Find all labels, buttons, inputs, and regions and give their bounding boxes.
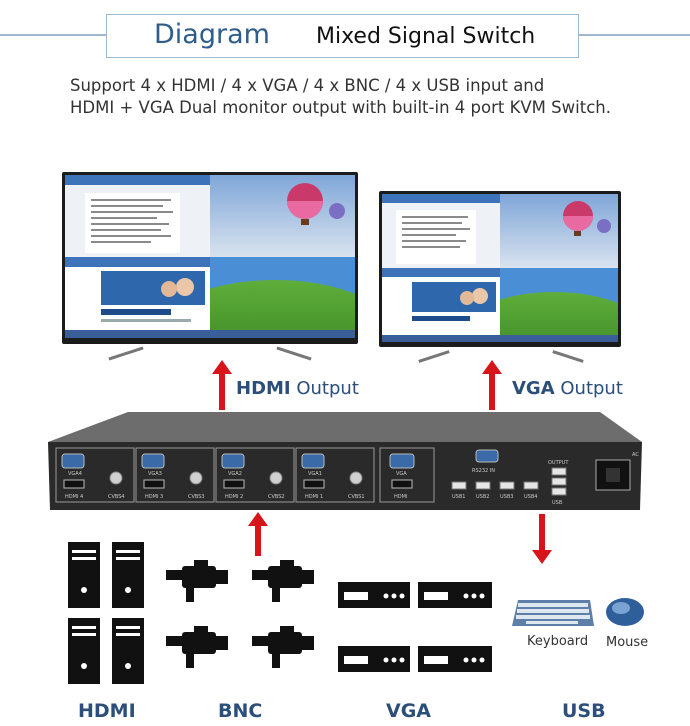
port-label-cvbs4: CVBS4 <box>108 494 125 500</box>
vga-monitor-screen <box>382 194 618 342</box>
port-label-usb3: USB3 <box>500 494 513 500</box>
hdmi-output-label-rest: Output <box>290 378 359 399</box>
vga-monitor-stand-left <box>418 350 450 363</box>
vga-monitor <box>379 191 621 347</box>
port-label-vga4: VGA4 <box>68 471 82 477</box>
port-label-cvbs1: CVBS1 <box>348 494 365 500</box>
usb-source-label: USB <box>562 700 606 722</box>
mouse-icon <box>606 598 644 626</box>
hdmi-monitor <box>62 172 358 344</box>
keyboard-label: Keyboard <box>527 634 589 649</box>
port-label-power: AC <box>632 452 639 458</box>
bnc-source-label: BNC <box>218 700 263 722</box>
hdmi-source-label: HDMI <box>78 700 136 722</box>
vga-monitor-stand-right <box>552 350 584 363</box>
switch-device: VGA4 HDMI 4 CVBS4 VGA3 HDMI 3 CVBS3 VGA2… <box>48 412 642 510</box>
hdmi-monitor-screen <box>65 175 355 338</box>
vga-output-label-bold: VGA <box>512 378 555 399</box>
port-label-vga2: VGA2 <box>228 471 242 477</box>
port-label-usb-out: USB <box>552 500 563 506</box>
description-line-2: HDMI + VGA Dual monitor output with buil… <box>70 98 611 117</box>
port-label-cvbs3: CVBS3 <box>188 494 205 500</box>
vga-sources <box>338 582 492 672</box>
hdmi-output-label-bold: HDMI <box>236 378 291 399</box>
vga-output-label-rest: Output <box>554 378 623 399</box>
port-label-cvbs2: CVBS2 <box>268 494 285 500</box>
description-line-1: Support 4 x HDMI / 4 x VGA / 4 x BNC / 4… <box>70 76 545 95</box>
bnc-sources <box>166 560 314 668</box>
mouse-label: Mouse <box>606 635 649 650</box>
hdmi-output-label: HDMI Output <box>236 378 359 399</box>
vga-source-label: VGA <box>386 700 432 722</box>
port-label-hdmi3: HDMI 3 <box>145 494 163 500</box>
port-label-hdmi4: HDMI 4 <box>65 494 83 500</box>
port-label-vga1: VGA1 <box>308 471 322 477</box>
port-label-usb4: USB4 <box>524 494 537 500</box>
hdmi-monitor-stand-right <box>276 346 312 361</box>
port-label-hdmi-out: HDMI <box>394 494 407 500</box>
port-label-usb2: USB2 <box>476 494 489 500</box>
hdmi-output-arrow <box>212 360 232 410</box>
port-label-output: OUTPUT <box>548 460 569 466</box>
input-arrow <box>248 512 268 556</box>
keyboard-icon <box>512 600 594 626</box>
camera-icon <box>166 560 314 668</box>
vga-output-arrow <box>482 360 502 410</box>
product-name: Mixed Signal Switch <box>316 24 536 49</box>
port-label-hdmi2: HDMI 2 <box>225 494 243 500</box>
port-label-usb1: USB1 <box>452 494 465 500</box>
vga-monitor-desktop <box>382 194 618 342</box>
header-rule-left <box>0 34 106 36</box>
header-rule-right <box>579 34 690 36</box>
title-frame <box>106 14 579 58</box>
hdmi-monitor-stand-left <box>108 346 144 361</box>
pc-tower-icon <box>68 542 144 684</box>
hdmi-sources <box>68 542 144 684</box>
port-label-vga3: VGA3 <box>148 471 162 477</box>
diagram-label: Diagram <box>154 19 270 50</box>
port-label-vga-out: VGA <box>396 471 407 477</box>
hdmi-monitor-desktop <box>65 175 355 338</box>
port-label-rs232: RS232 IN <box>472 468 495 474</box>
port-label-hdmi1: HDMI 1 <box>305 494 323 500</box>
vga-output-label: VGA Output <box>512 378 623 399</box>
usb-output-arrow <box>532 514 552 564</box>
